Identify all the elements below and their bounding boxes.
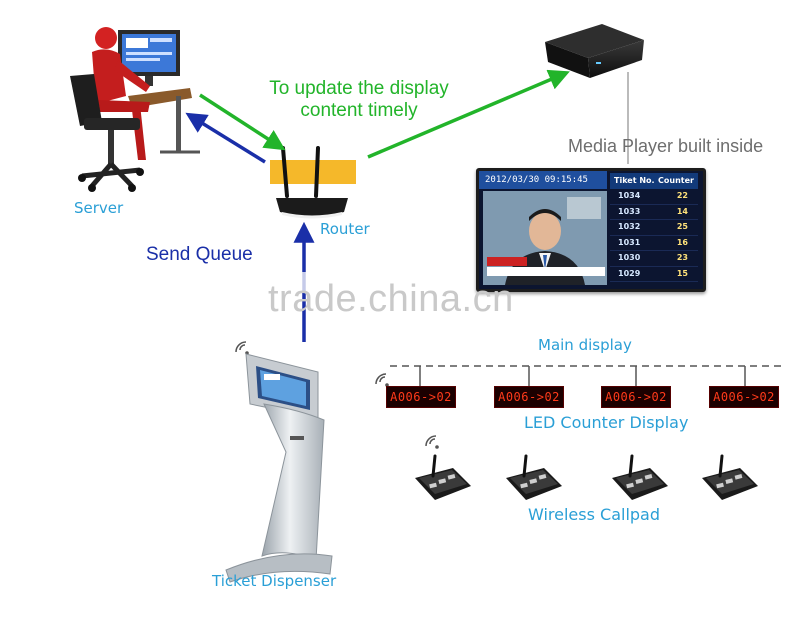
led-counter-display: A006->02 (601, 386, 671, 408)
led-counter-display: A006->02 (494, 386, 564, 408)
ticket-number: 1032 (618, 222, 641, 231)
server-label: Server (74, 199, 124, 217)
ticket-dispenser-label: Ticket Dispenser (212, 572, 337, 590)
ticket-number: 1030 (618, 253, 641, 262)
router-icon (270, 146, 356, 219)
table-row: 1034 22 (610, 189, 698, 205)
table-row: 1032 25 (610, 220, 698, 236)
ticket-number: 1031 (618, 237, 641, 247)
counter-number: 14 (676, 206, 688, 216)
wifi-signal-icon (235, 341, 247, 353)
ticket-number: 1034 (618, 191, 641, 200)
wifi-signal-icon (375, 373, 387, 385)
update-caption: To update the display content timely (252, 78, 466, 122)
table-row: 1030 23 (610, 251, 698, 267)
led-counter-label: LED Counter Display (524, 413, 689, 432)
update-caption-line-1: To update the display (269, 78, 449, 99)
counter-number: 25 (676, 222, 688, 231)
ticket-table: Tiket No. Counter 1034 22 1033 14 1032 25 1… (610, 173, 698, 282)
counter-number: 22 (676, 191, 688, 200)
counter-number: 16 (676, 237, 688, 247)
send-queue-label: Send Queue (146, 244, 253, 265)
arrow-router-to-media-player (367, 69, 570, 159)
arrow-router-to-server (185, 112, 266, 164)
server-workstation-icon (70, 27, 200, 192)
update-caption-line-2: content timely (300, 100, 418, 121)
wifi-dot-icon (385, 383, 389, 387)
router-label: Router (320, 220, 370, 238)
media-player-label: Media Player built inside (568, 136, 764, 156)
table-row: 1029 15 (610, 267, 698, 282)
watermark: trade.china.cn (268, 278, 514, 320)
display-datetime: 2012/03/30 09:15:45 (479, 171, 607, 189)
ticket-table-header: Tiket No. Counter (610, 173, 698, 189)
wireless-callpad-label: Wireless Callpad (528, 505, 661, 524)
wireless-callpad-icon (506, 454, 562, 500)
main-display-screen: 2012/03/30 09:15:45 Tiket No. Counter 10… (476, 168, 706, 292)
ticket-dispenser-icon (225, 353, 333, 583)
wireless-callpad-icon (415, 454, 471, 500)
arrow-server-to-router (199, 93, 286, 151)
wireless-callpad-icon (702, 454, 758, 500)
table-row: 1033 14 (610, 205, 698, 220)
table-row: 1031 16 (610, 236, 698, 251)
header-ticket-no: Tiket No. (614, 176, 655, 185)
led-counter-display: A006->02 (709, 386, 779, 408)
wifi-dot-icon (435, 445, 439, 449)
wireless-callpad-icon (612, 454, 668, 500)
ticket-number: 1029 (618, 268, 641, 278)
ticker-tag (487, 257, 527, 266)
counter-number: 23 (676, 253, 688, 262)
media-player-icon (545, 24, 644, 78)
header-counter: Counter (658, 176, 694, 185)
counter-number: 15 (676, 268, 688, 278)
ticker-strip (487, 267, 605, 276)
wifi-signal-icon (425, 435, 437, 447)
led-counter-display: A006->02 (386, 386, 456, 408)
main-display-label: Main display (538, 336, 632, 354)
ticket-number: 1033 (618, 206, 641, 216)
